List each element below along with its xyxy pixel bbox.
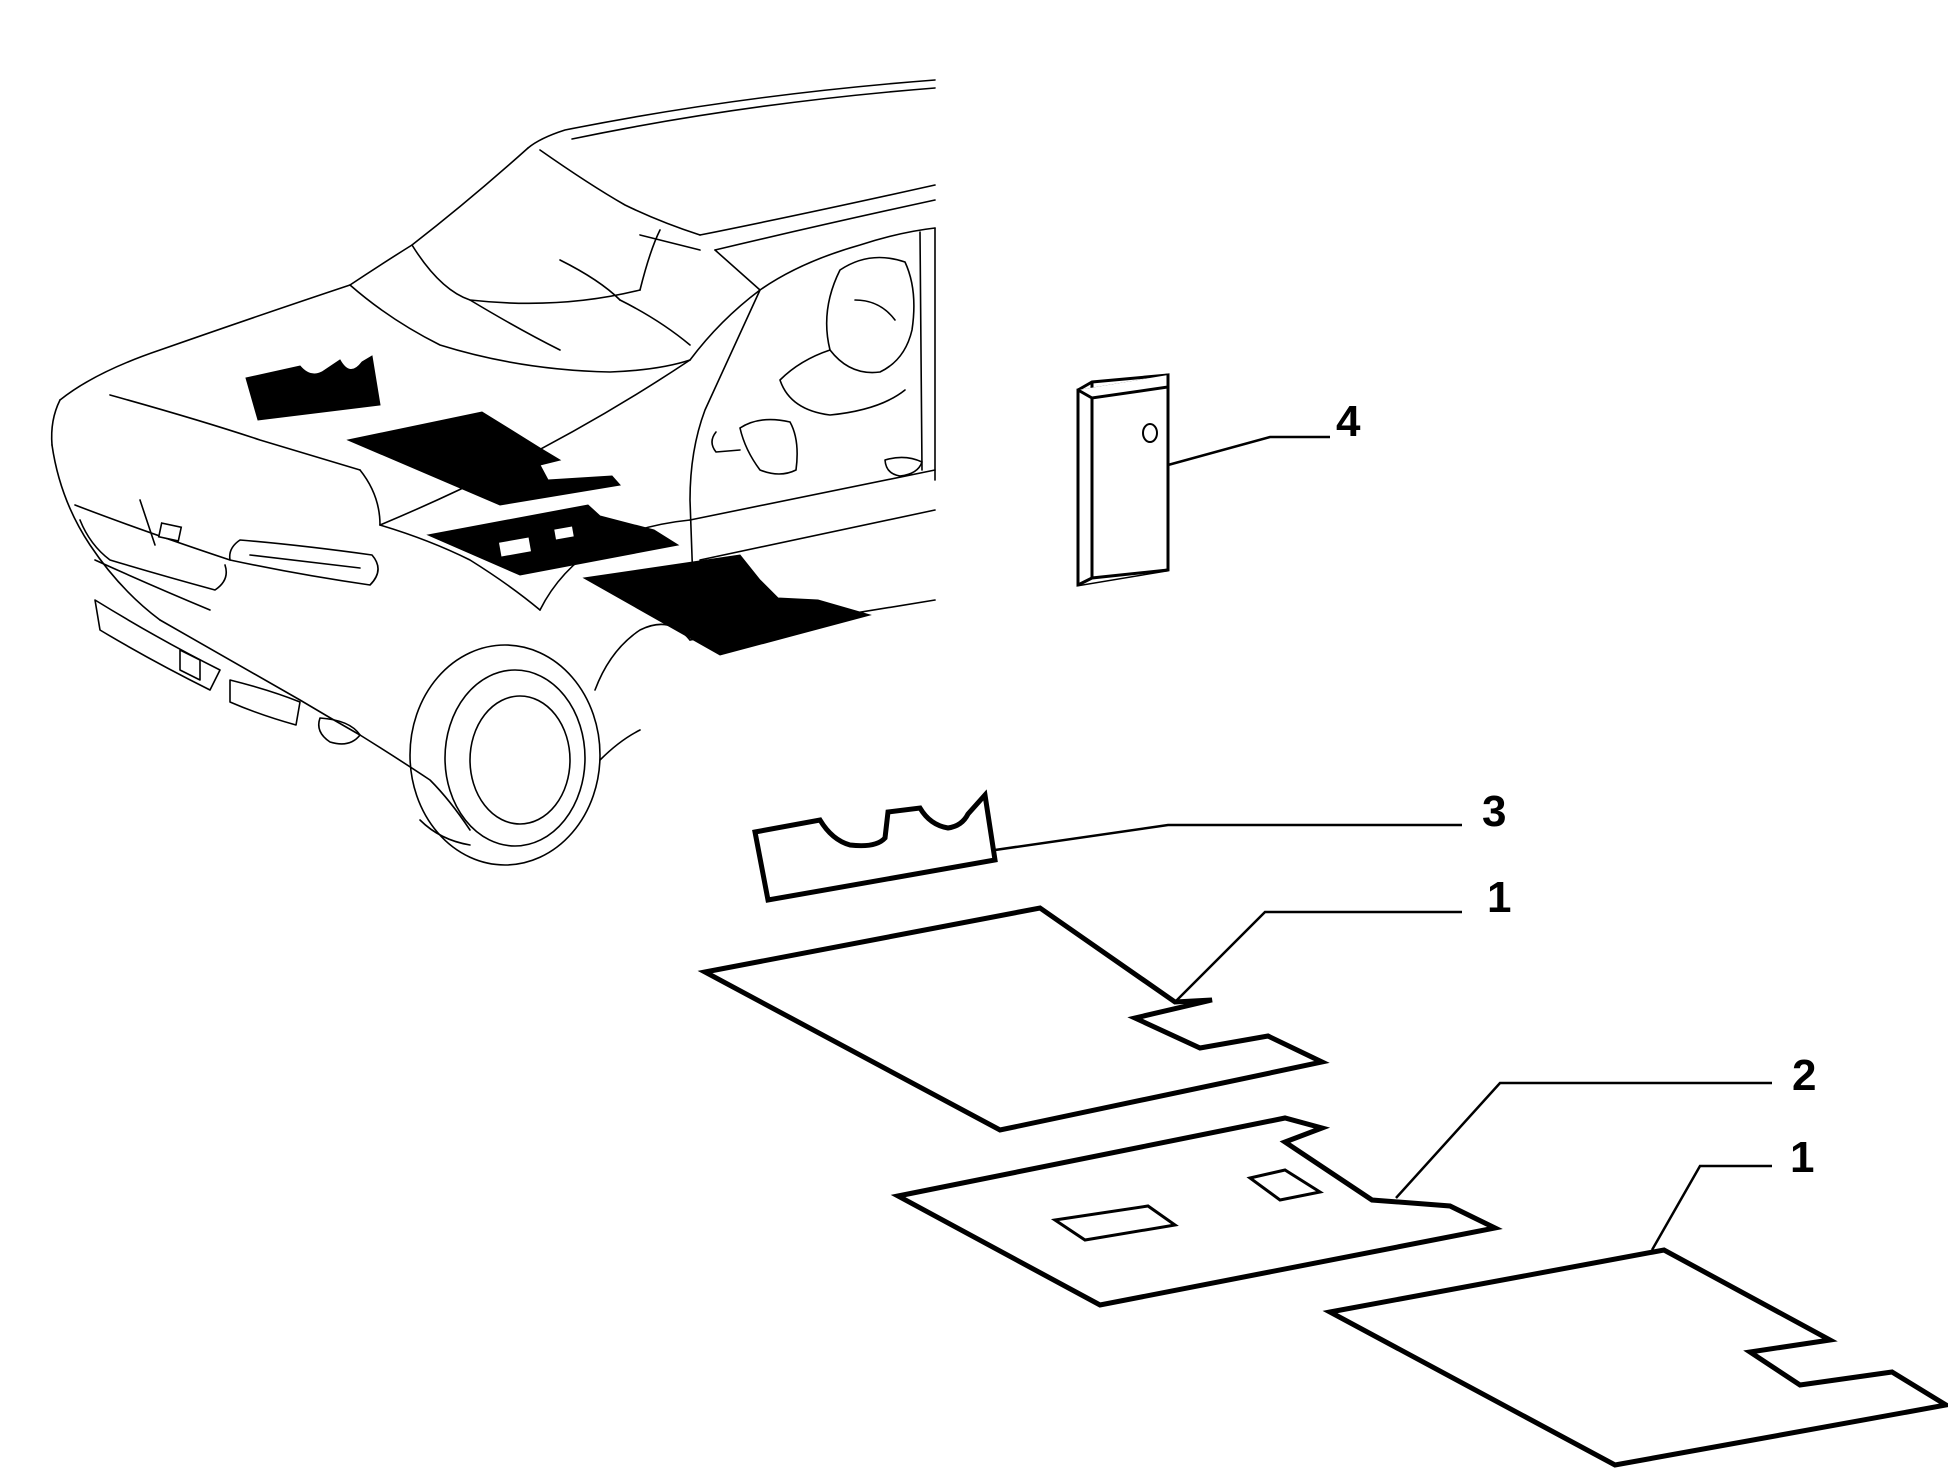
leader-1b — [1650, 1164, 1772, 1251]
callout-3: 3 — [1482, 787, 1506, 836]
callout-1-lower: 1 — [1790, 1133, 1814, 1182]
callout-2: 2 — [1792, 1051, 1816, 1100]
car-illustration — [50, 79, 936, 866]
callout-1-upper: 1 — [1487, 873, 1511, 922]
leader-4 — [1167, 435, 1330, 467]
callout-numbers: 4 3 1 2 1 — [1336, 397, 1816, 1182]
leader-2 — [1395, 1081, 1772, 1199]
part-4-box — [1076, 373, 1170, 587]
part-3-insulator — [752, 789, 998, 903]
leader-1a — [1174, 910, 1462, 1003]
callout-4: 4 — [1336, 397, 1361, 446]
part-2-mat-center — [890, 1115, 1503, 1308]
car-mat-front-right — [582, 554, 872, 656]
part-1-mat-lower — [1322, 1247, 1948, 1468]
part-1-mat-upper — [697, 905, 1330, 1133]
leader-lines — [994, 435, 1772, 1251]
leader-3 — [994, 823, 1462, 852]
car-mat-front-insulation — [245, 355, 381, 421]
car-mat-center — [426, 504, 680, 576]
car-mat-front-left — [346, 411, 621, 506]
